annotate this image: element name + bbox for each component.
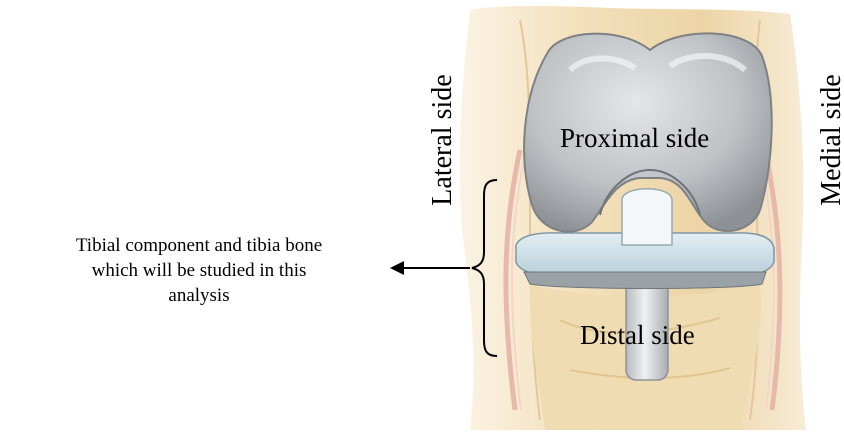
caption-line: which will be studied in this (0, 258, 398, 283)
lateral-side-label: Lateral side (427, 74, 459, 205)
caption-line: Tibial component and tibia bone (0, 233, 398, 258)
caption-line: analysis (0, 283, 398, 308)
distal-side-label: Distal side (580, 320, 695, 351)
tibial-post (622, 189, 672, 245)
tray-baseplate (524, 272, 766, 289)
tibial-component-caption: Tibial component and tibia bone which wi… (0, 233, 398, 308)
medial-side-label: Medial side (816, 74, 844, 205)
proximal-side-label: Proximal side (560, 123, 709, 154)
